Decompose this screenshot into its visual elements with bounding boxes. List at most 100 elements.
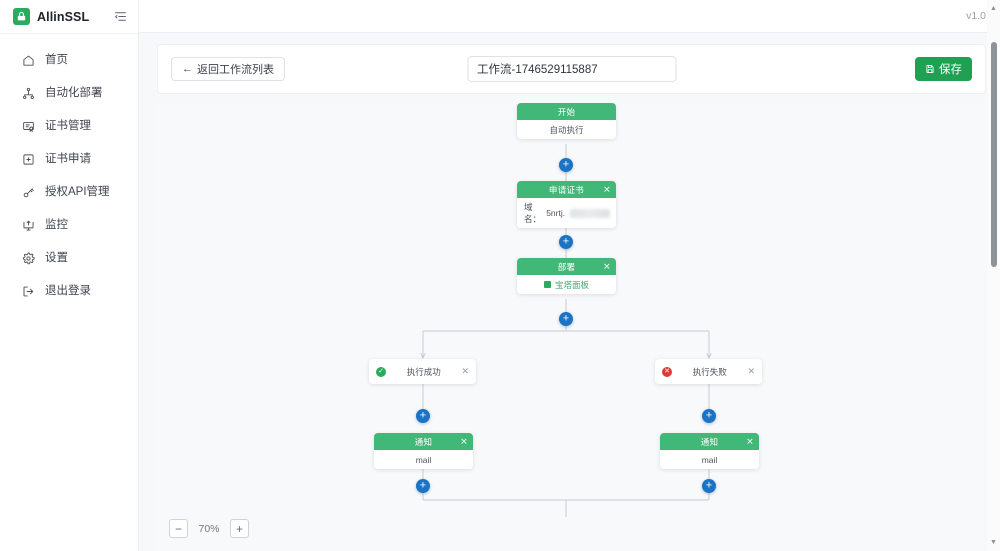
sidebar-nav: 首页 自动化部署 [0, 34, 138, 308]
zoom-level-label: 70% [198, 522, 220, 535]
sitemap-icon [21, 87, 35, 101]
arrow-left-icon: ← [182, 62, 193, 75]
node-deploy-body: 宝塔面板 [517, 275, 616, 294]
add-node-button-after-start[interactable]: + [559, 158, 573, 172]
sidebar-item-cert-manage[interactable]: 证书管理 [0, 110, 138, 143]
plus-icon: + [705, 409, 713, 421]
node-notify-success-title: 通知 [414, 436, 433, 447]
redacted-domain-region [570, 208, 610, 218]
branch-condition-fail[interactable]: ✕ 执行失败 ✕ [655, 359, 762, 384]
check-circle-icon: ✓ [376, 366, 386, 377]
node-notify-success[interactable]: 通知 ✕ mail [374, 433, 473, 469]
workflow-name-input[interactable] [467, 56, 676, 82]
node-notify-fail-body: mail [660, 450, 759, 469]
workflow-toolbar: ← 返回工作流列表 保存 [157, 44, 986, 94]
branch-condition-success[interactable]: ✓ 执行成功 ✕ [369, 359, 476, 384]
top-header-bar: v1.0 [139, 0, 1000, 33]
branch-condition-fail-label: 执行失败 [692, 366, 727, 377]
node-notify-fail-title: 通知 [700, 436, 719, 447]
node-domain-label: 域名： [524, 202, 542, 224]
node-domain-value: 5nrtj. [546, 208, 566, 218]
sidebar: AllinSSL 首页 [0, 0, 139, 551]
plus-icon: + [705, 479, 713, 491]
monitor-icon [21, 219, 35, 233]
node-notify-success-header: 通知 ✕ [374, 433, 473, 450]
save-button[interactable]: 保存 [915, 57, 972, 81]
node-notify-fail-body-text: mail [701, 454, 718, 465]
brand-name: AllinSSL [37, 9, 90, 24]
close-icon[interactable]: ✕ [460, 436, 468, 446]
save-disk-icon [925, 64, 935, 74]
flow-canvas[interactable]: 开始 自动执行 + 申请证书 ✕ 域名： 5nrtj. [157, 103, 986, 551]
sidebar-item-label: 退出登录 [45, 284, 91, 297]
close-icon[interactable]: ✕ [747, 366, 755, 376]
sidebar-item-label: 设置 [45, 251, 68, 264]
node-deploy[interactable]: 部署 ✕ 宝塔面板 [517, 258, 616, 294]
vertical-scrollbar[interactable]: ▲ ▼ [987, 0, 1000, 551]
flow-canvas-container[interactable]: 开始 自动执行 + 申请证书 ✕ 域名： 5nrtj. [157, 103, 986, 551]
add-node-button-fail-branch[interactable]: + [702, 409, 716, 423]
add-node-button-after-apply-cert[interactable]: + [559, 235, 573, 249]
sidebar-collapse-icon[interactable] [112, 9, 128, 25]
node-start-title: 开始 [557, 106, 576, 117]
plus-icon: + [419, 409, 427, 421]
branch-condition-success-label: 执行成功 [406, 366, 441, 377]
node-apply-certificate[interactable]: 申请证书 ✕ 域名： 5nrtj. [517, 181, 616, 228]
node-apply-certificate-title: 申请证书 [548, 184, 585, 195]
node-notify-fail-header: 通知 ✕ [660, 433, 759, 450]
sidebar-item-auto-deploy[interactable]: 自动化部署 [0, 77, 138, 110]
close-icon[interactable]: ✕ [603, 184, 611, 194]
zoom-out-button[interactable]: − [169, 519, 188, 538]
logout-icon [21, 285, 35, 299]
brand-header: AllinSSL [0, 0, 138, 34]
zoom-control: − 70% + [169, 519, 249, 538]
node-start[interactable]: 开始 自动执行 [517, 103, 616, 139]
sidebar-item-logout[interactable]: 退出登录 [0, 275, 138, 308]
sidebar-item-label: 监控 [45, 218, 68, 231]
close-icon[interactable]: ✕ [746, 436, 754, 446]
node-start-body: 自动执行 [517, 120, 616, 139]
node-deploy-title: 部署 [557, 261, 576, 272]
node-notify-fail[interactable]: 通知 ✕ mail [660, 433, 759, 469]
add-node-button-after-notify-success[interactable]: + [416, 479, 430, 493]
sidebar-item-label: 首页 [45, 53, 68, 66]
sidebar-item-label: 自动化部署 [45, 86, 103, 99]
caret-down-icon[interactable]: ▼ [990, 539, 997, 546]
zoom-in-button[interactable]: + [230, 519, 249, 538]
close-icon[interactable]: ✕ [461, 366, 469, 376]
node-deploy-header: 部署 ✕ [517, 258, 616, 275]
sidebar-item-label: 证书申请 [45, 152, 91, 165]
sidebar-item-home[interactable]: 首页 [0, 44, 138, 77]
sidebar-item-label: 证书管理 [45, 119, 91, 132]
caret-up-icon[interactable]: ▲ [990, 5, 997, 12]
lock-icon [13, 8, 30, 25]
node-start-header: 开始 [517, 103, 616, 120]
bt-panel-icon [543, 281, 551, 288]
plus-icon: + [419, 479, 427, 491]
sidebar-item-label: 授权API管理 [45, 185, 110, 198]
node-start-body-text: 自动执行 [549, 124, 584, 135]
sidebar-item-settings[interactable]: 设置 [0, 242, 138, 275]
back-to-workflow-list-button[interactable]: ← 返回工作流列表 [171, 57, 285, 81]
sidebar-item-cert-apply[interactable]: 证书申请 [0, 143, 138, 176]
back-button-label: 返回工作流列表 [197, 64, 274, 76]
scrollbar-thumb[interactable] [990, 42, 997, 267]
error-circle-icon: ✕ [662, 366, 672, 377]
add-node-button-success-branch[interactable]: + [416, 409, 430, 423]
add-node-button-after-deploy[interactable]: + [559, 312, 573, 326]
flow-connector-lines [420, 144, 712, 517]
sidebar-item-api-auth[interactable]: 授权API管理 [0, 176, 138, 209]
plus-icon: + [562, 312, 570, 324]
app-version: v1.0 [966, 10, 986, 22]
save-button-label: 保存 [939, 64, 962, 76]
sidebar-item-monitor[interactable]: 监控 [0, 209, 138, 242]
close-icon[interactable]: ✕ [603, 261, 611, 271]
key-icon [21, 186, 35, 200]
add-node-button-after-notify-fail[interactable]: + [702, 479, 716, 493]
node-apply-certificate-body: 域名： 5nrtj. [517, 198, 616, 228]
certificate-icon [21, 120, 35, 134]
node-deploy-body-text: 宝塔面板 [554, 279, 589, 290]
home-icon [21, 54, 35, 68]
node-notify-success-body-text: mail [415, 454, 432, 465]
